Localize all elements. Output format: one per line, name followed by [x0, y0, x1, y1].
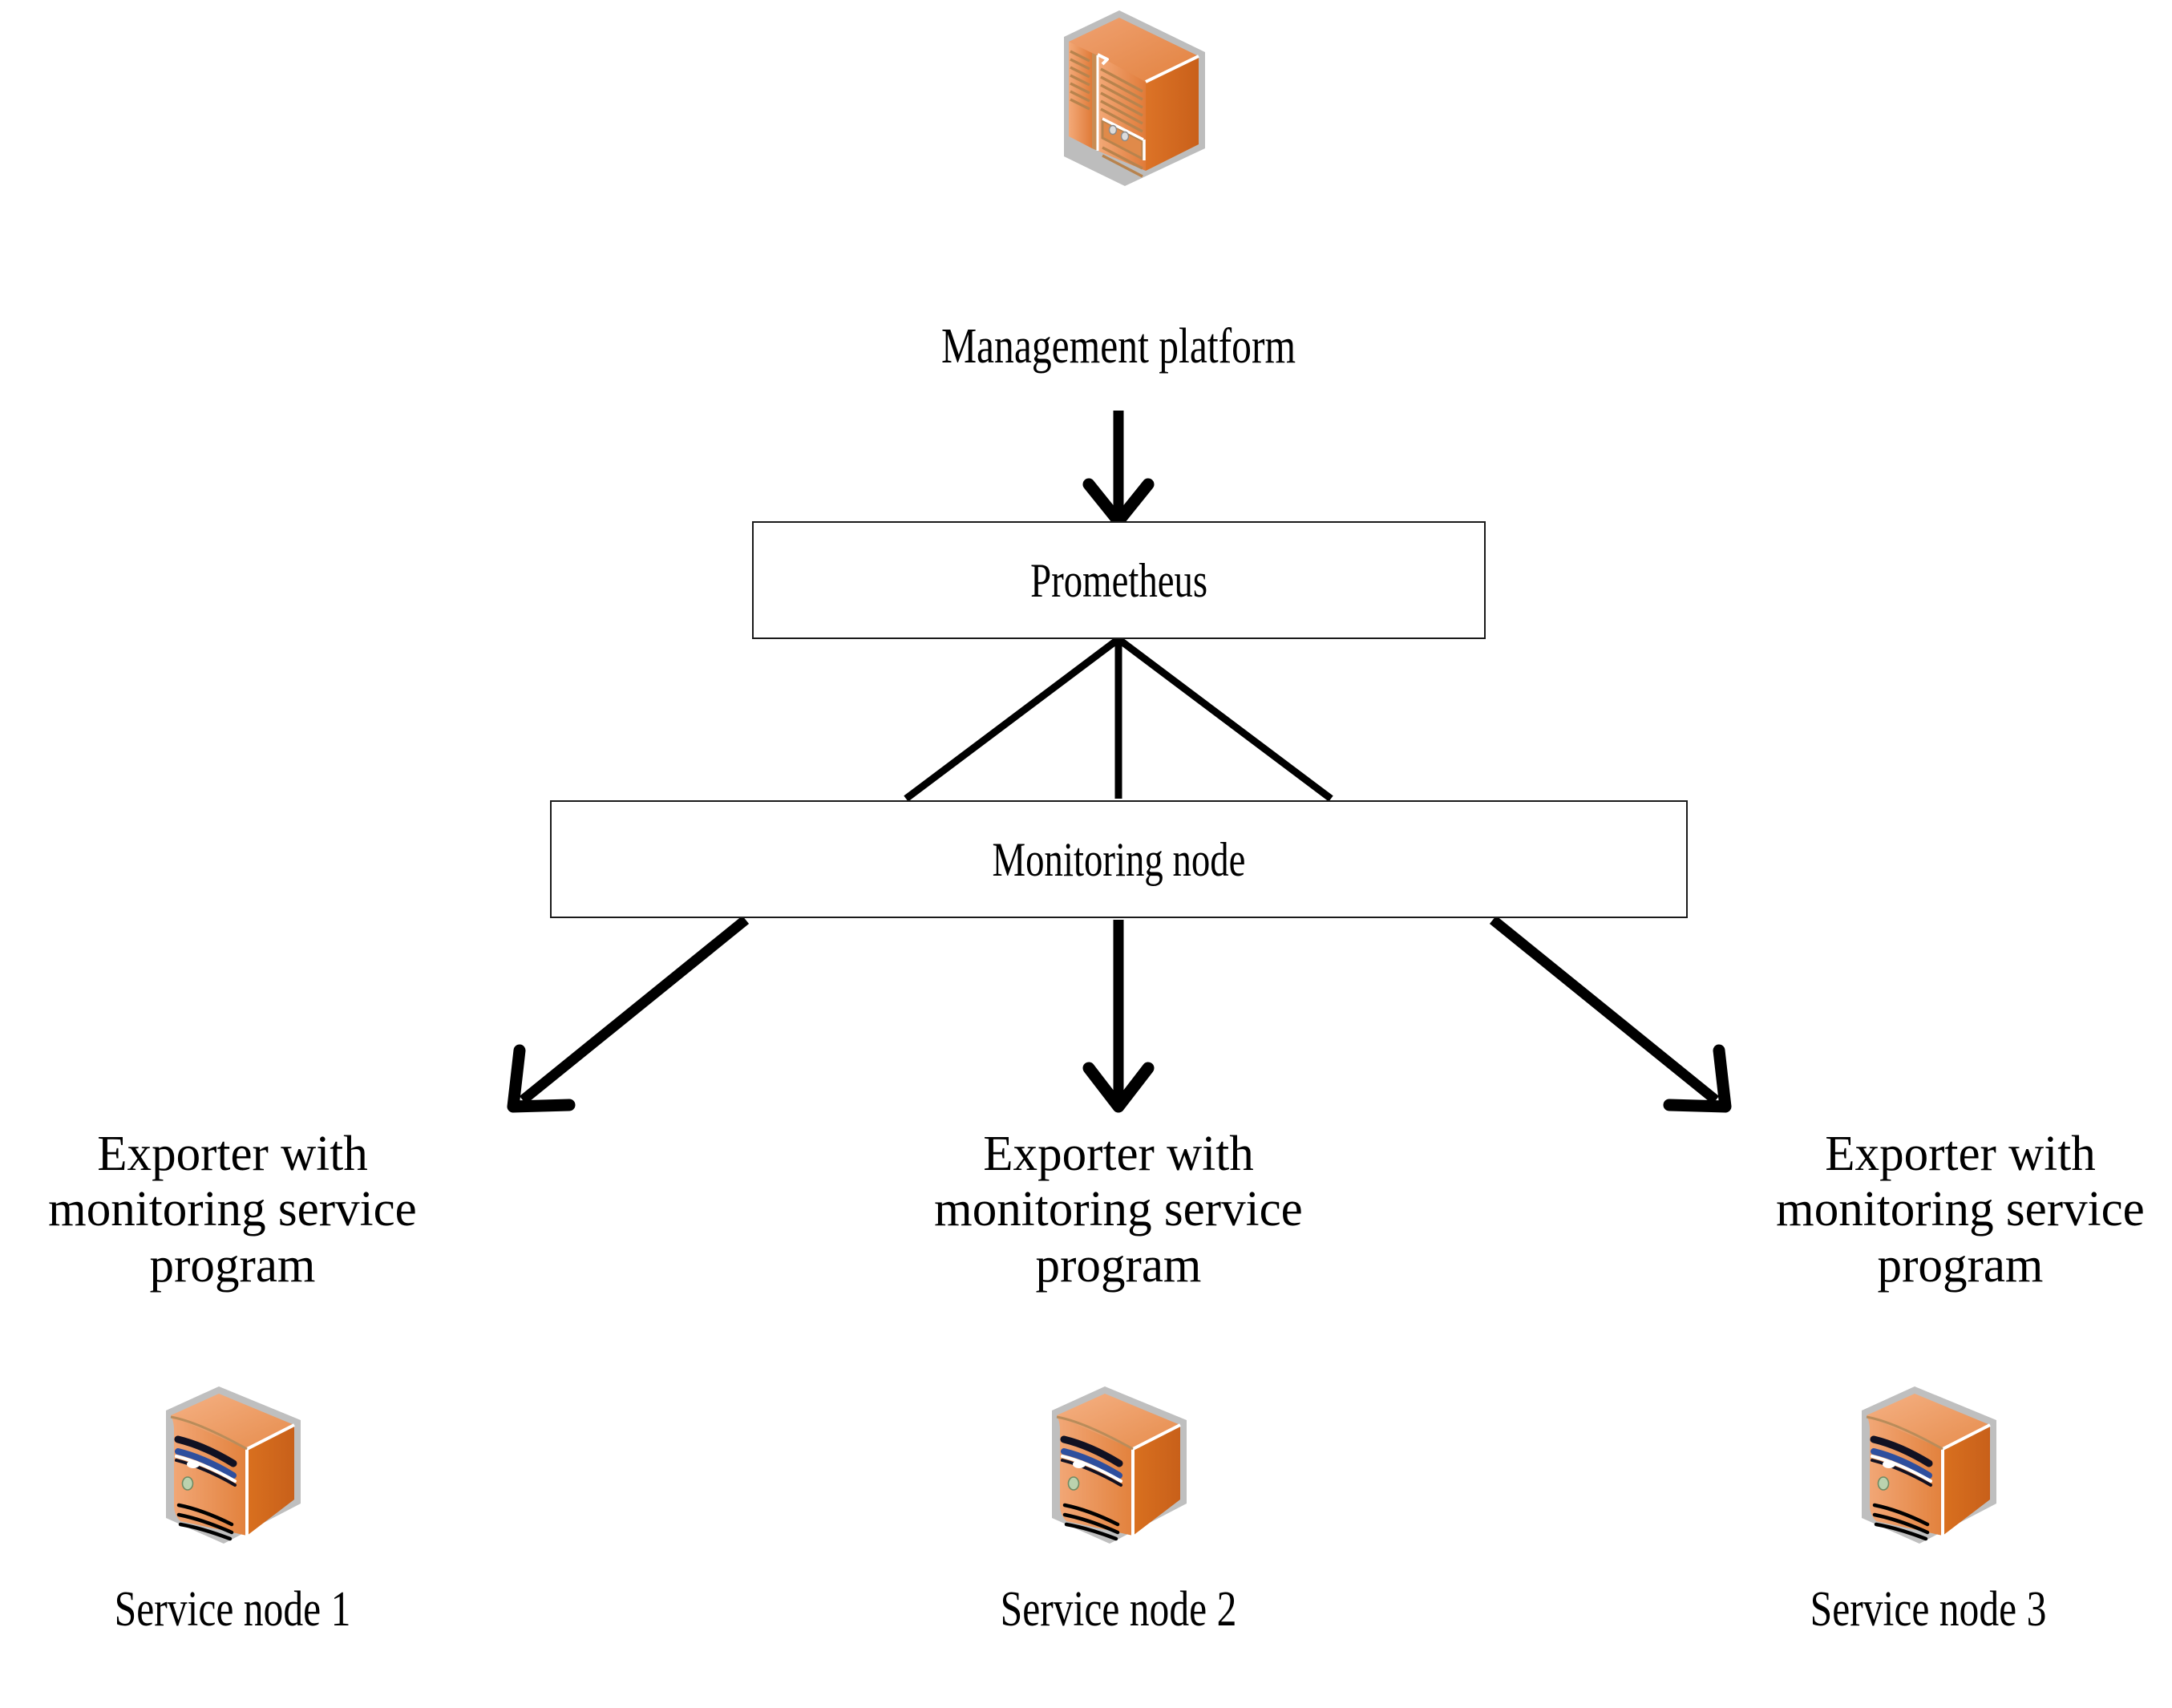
exporter-label-node3: Exporter with monitoring service program [1776, 1127, 2145, 1293]
server-tower-icon-node2 [1042, 1383, 1195, 1548]
prometheus-box[interactable]: Prometheus [752, 521, 1486, 639]
edge-monitoring-to-node2 [1082, 920, 1155, 1113]
edge-management-to-prometheus [1082, 411, 1155, 528]
service-node-2-label: Service node 2 [1000, 1582, 1237, 1637]
monitoring-node-label: Monitoring node [992, 832, 1246, 886]
edge-monitoring-to-prometheus-right [1116, 636, 1333, 802]
exporter-label-node1: Exporter with monitoring service program [48, 1127, 417, 1293]
service-node-3-label: Service node 3 [1810, 1582, 2047, 1637]
service-node-1-label: Service node 1 [114, 1582, 351, 1637]
prometheus-label: Prometheus [1030, 553, 1207, 607]
edge-monitoring-to-node1 [507, 915, 750, 1113]
edge-monitoring-to-prometheus-left [904, 636, 1121, 802]
server-tower-icon-node3 [1852, 1383, 2004, 1548]
server-cabinet-icon [1029, 8, 1211, 188]
management-platform-label: Management platform [940, 319, 1296, 374]
server-tower-icon-node1 [156, 1383, 309, 1548]
monitoring-node-box[interactable]: Monitoring node [550, 800, 1688, 918]
exporter-label-node2: Exporter with monitoring service program [934, 1127, 1303, 1293]
edge-monitoring-to-node3 [1489, 915, 1732, 1113]
